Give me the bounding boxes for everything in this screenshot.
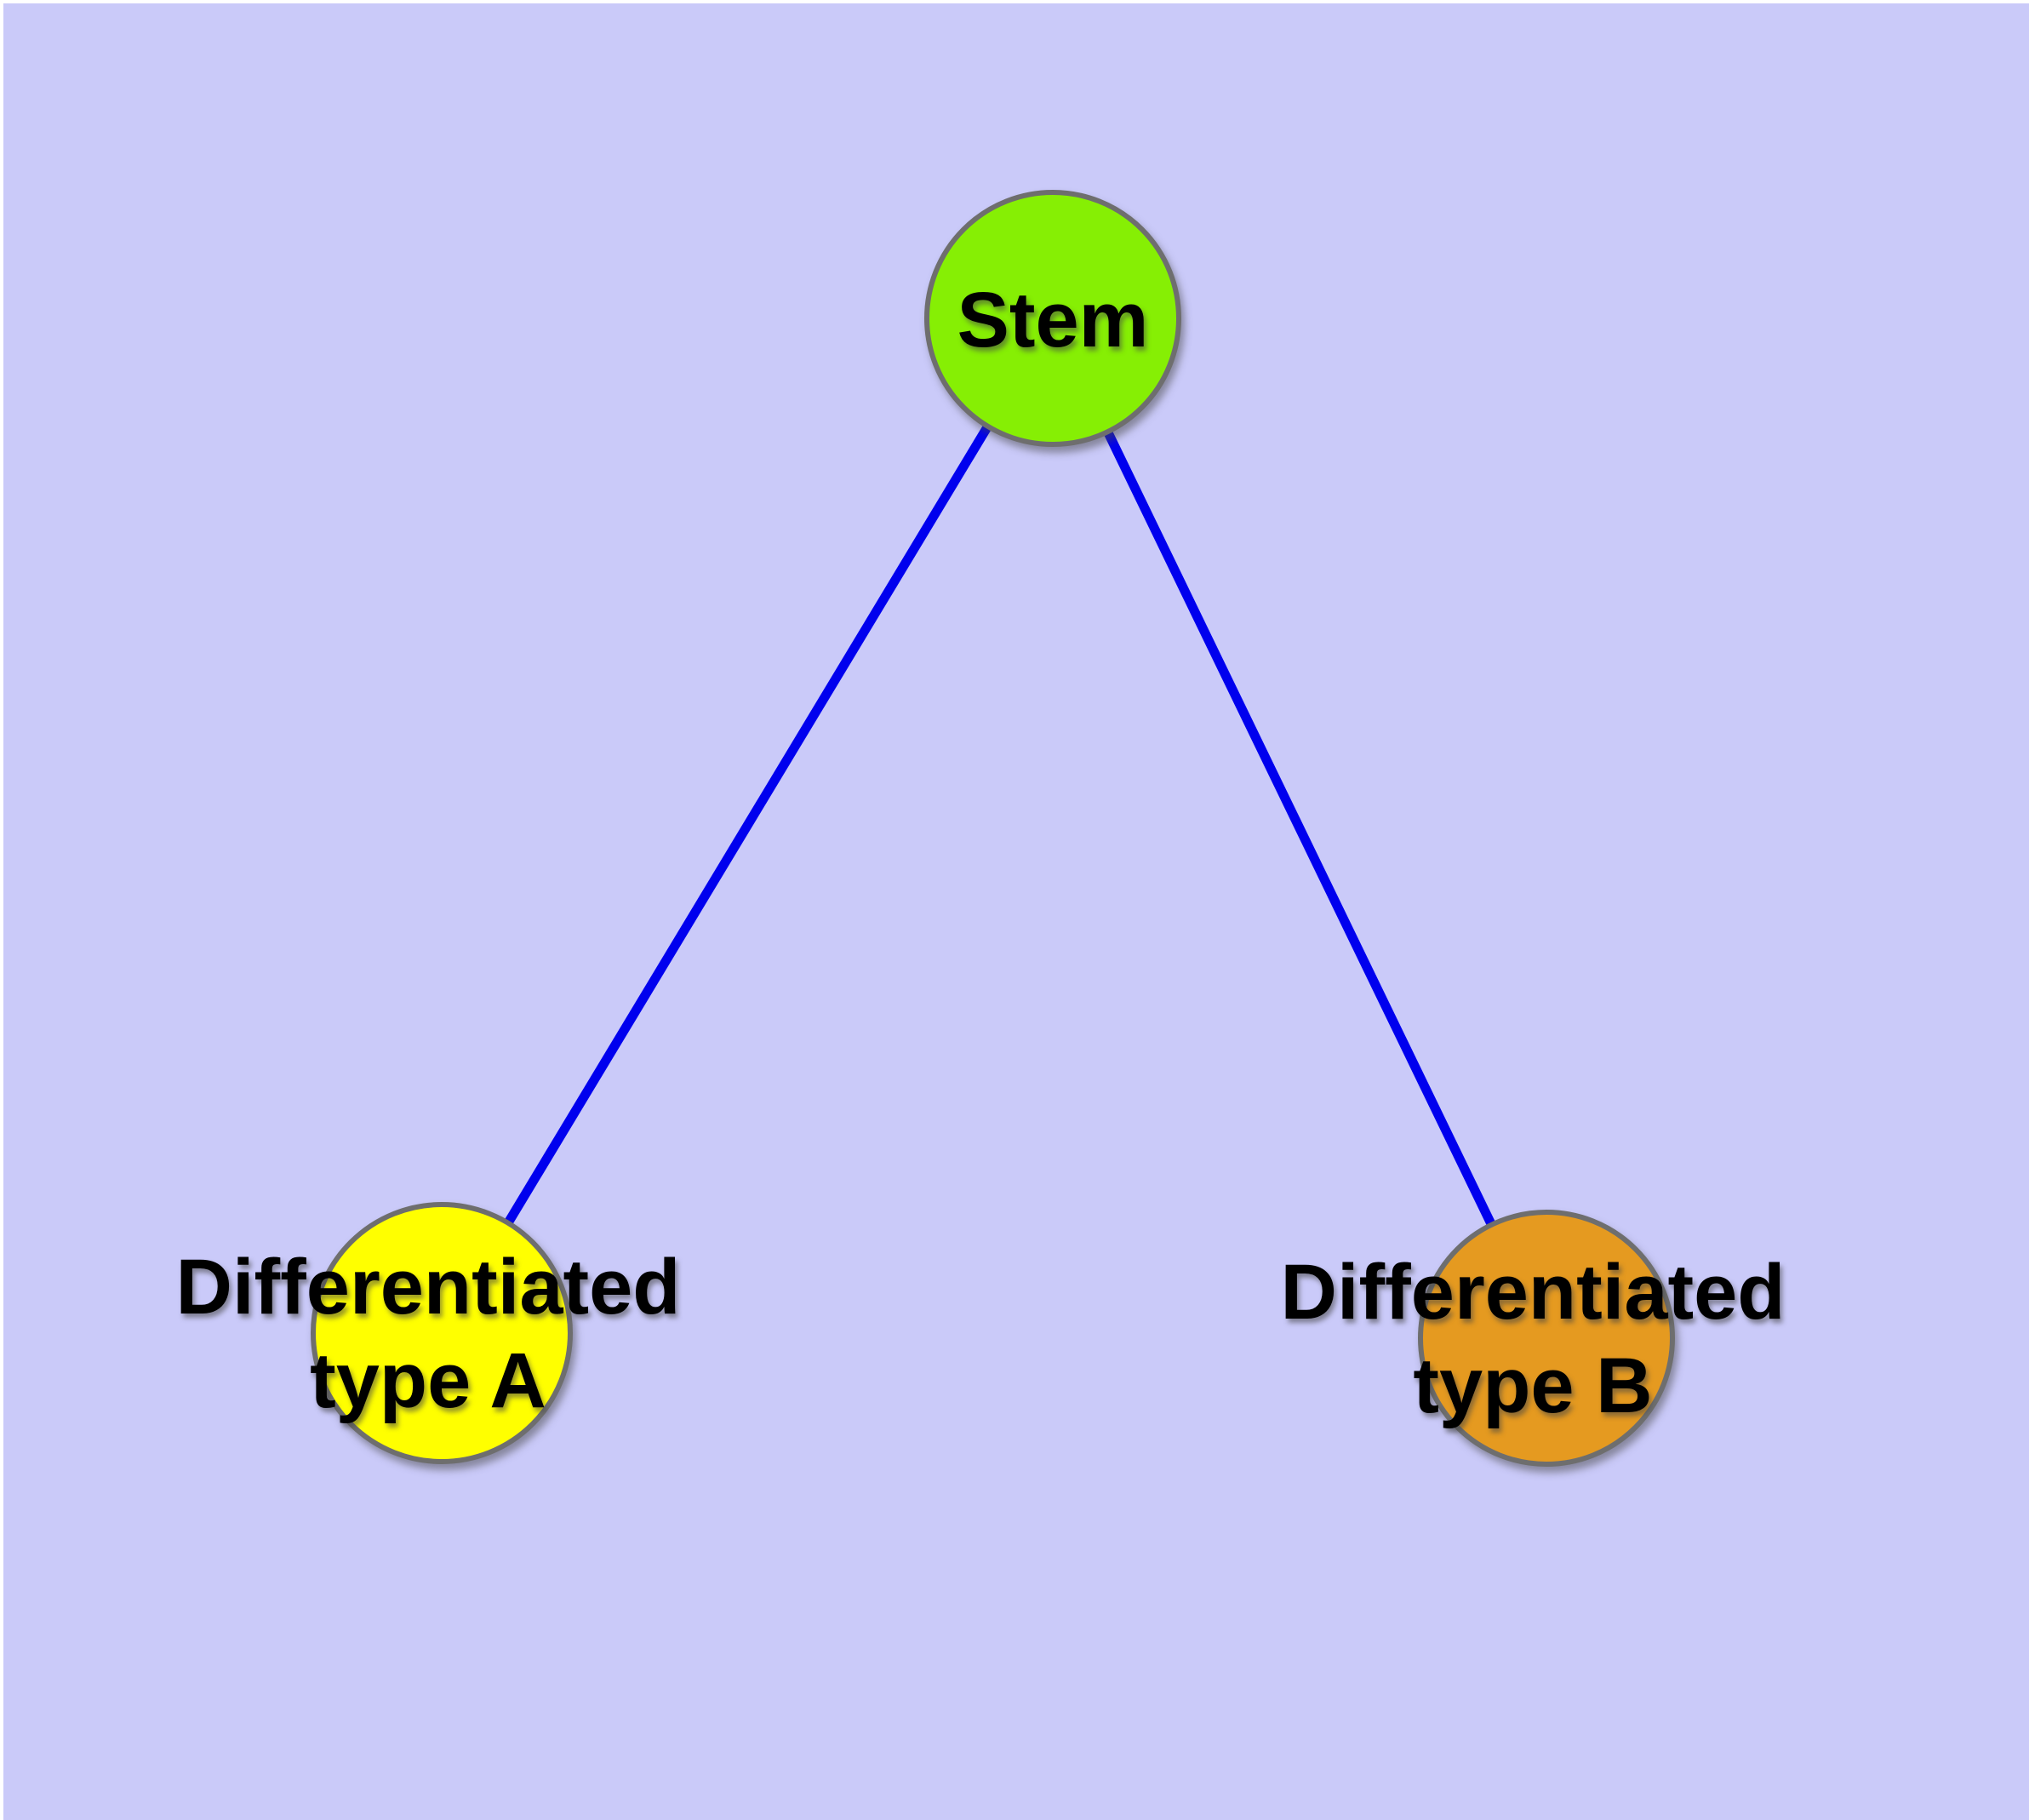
graph-canvas: Stem Differentiated type A Differentiate… — [3, 3, 2029, 1820]
node-type-b-label-line2: type B — [1413, 1342, 1653, 1429]
edge-layer — [437, 316, 1551, 1341]
edge-stem-to-type-b — [1049, 316, 1551, 1341]
node-type-a-label-line2: type A — [310, 1337, 546, 1424]
node-differentiated-type-a — [311, 1202, 573, 1464]
node-stem — [924, 190, 1181, 447]
node-stem-label: Stem — [957, 273, 1149, 367]
edge-stem-to-type-a — [437, 316, 1057, 1336]
node-type-a-label-line1: Differentiated — [175, 1244, 681, 1331]
node-type-b-label-line1: Differentiated — [1280, 1249, 1786, 1336]
node-differentiated-type-b — [1418, 1210, 1675, 1467]
node-type-b-label: Differentiated type B — [1281, 1245, 1786, 1433]
node-type-a-label: Differentiated type A — [176, 1240, 681, 1428]
node-stem-label-text: Stem — [957, 277, 1149, 363]
